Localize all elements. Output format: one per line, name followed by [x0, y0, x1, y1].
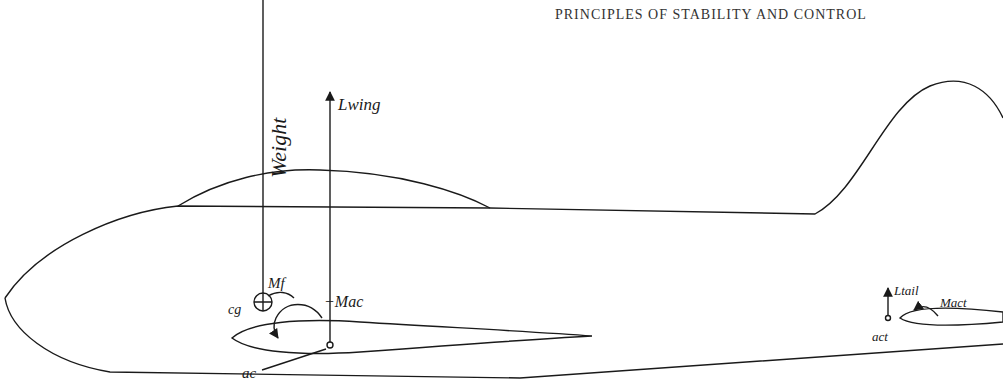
running-header: PRINCIPLES OF STABILITY AND CONTROL: [555, 8, 867, 22]
moment-label: −Mac: [324, 294, 363, 310]
point-label: act: [872, 330, 888, 343]
point-label: cg: [228, 303, 241, 317]
force-label: Ltail: [894, 284, 919, 297]
moment-label: Mact: [940, 296, 967, 309]
moment-label: Mf: [268, 276, 285, 291]
point-label: ac: [242, 366, 256, 381]
force-label: Lwing: [338, 96, 381, 113]
force-label: Weight: [268, 118, 290, 178]
